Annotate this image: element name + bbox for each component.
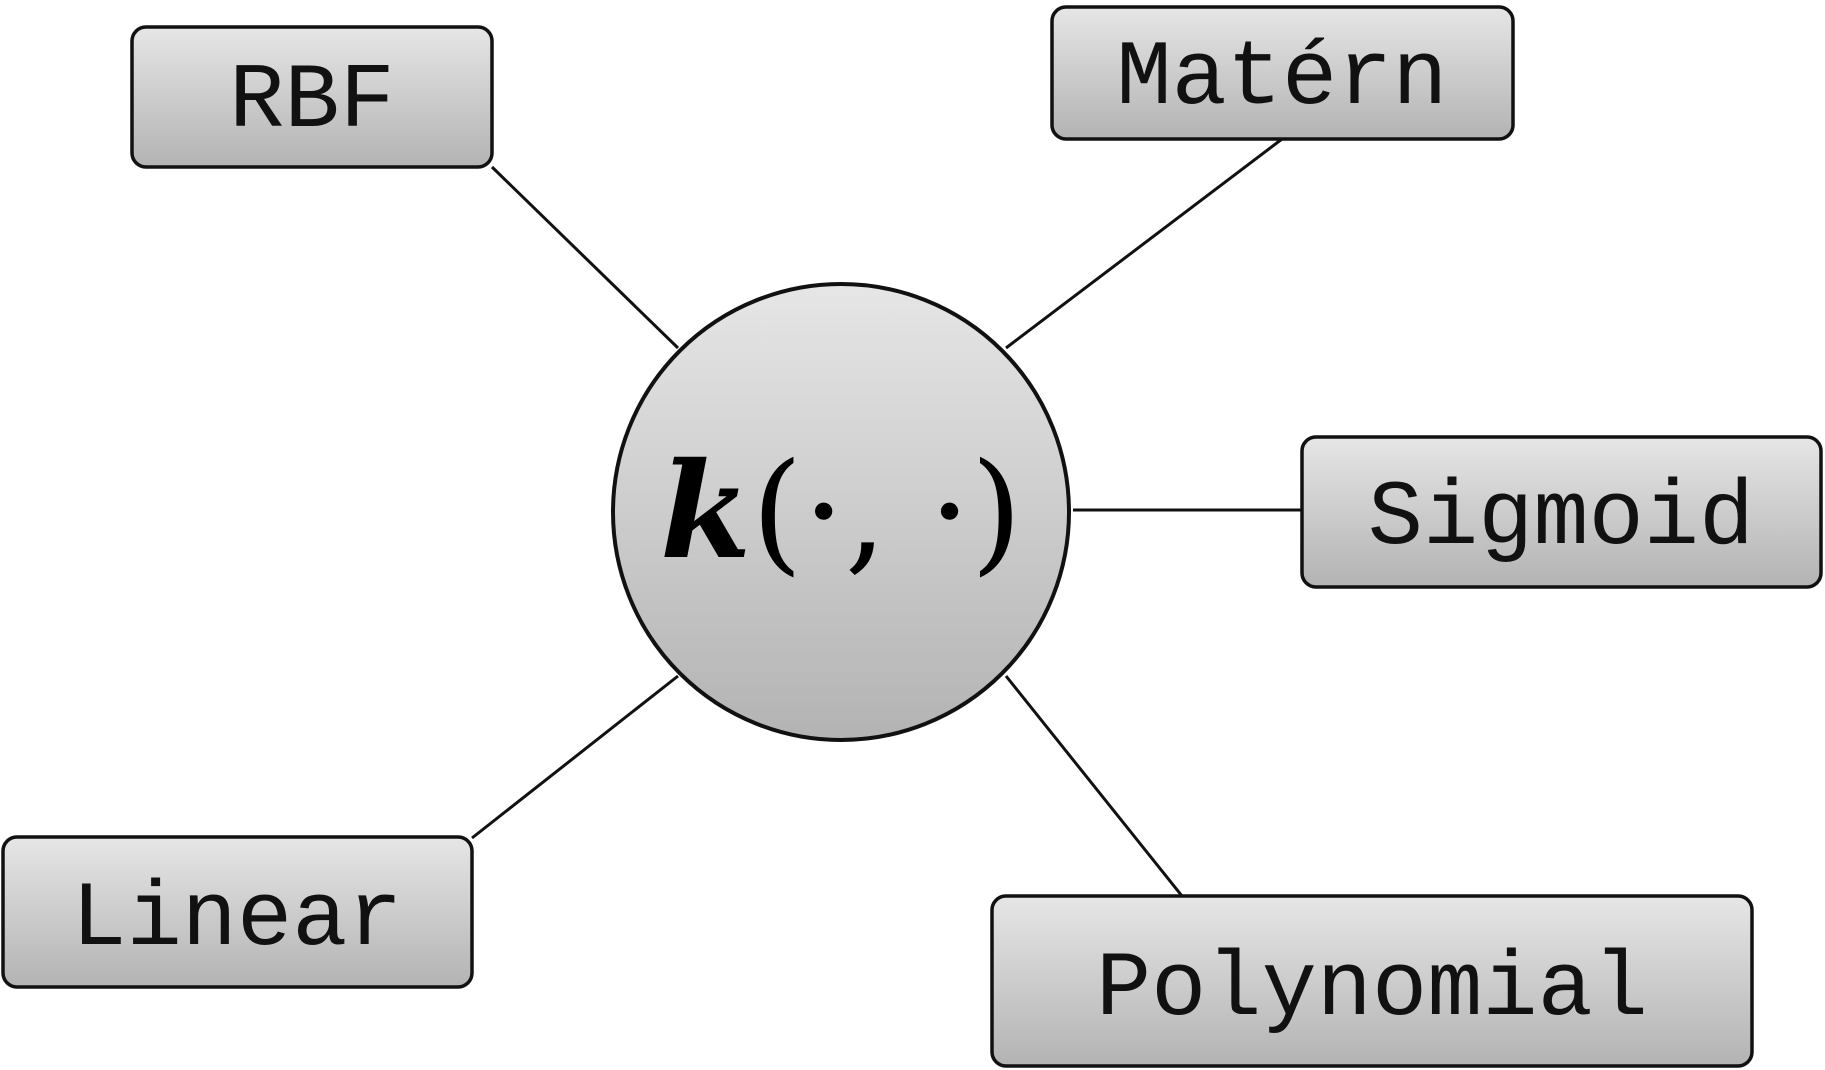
kernel-symbol: k <box>660 434 751 589</box>
kernel-box <box>990 894 1754 1068</box>
kernel-box <box>1 835 474 989</box>
kernel-node-rbf: RBF <box>130 25 494 169</box>
edge-matern <box>1005 137 1283 350</box>
central-kernel-node: k(·, ·) <box>611 282 1071 742</box>
edge-polynomial <box>1004 675 1184 897</box>
kernel-node-matern: Matérn <box>1050 5 1515 141</box>
kernel-node-linear: Linear <box>1 835 474 989</box>
central-node-circle <box>611 282 1071 742</box>
kernel-box <box>130 25 494 169</box>
kernel-label-rbf: RBF <box>229 49 395 154</box>
kernel-node-polynomial: Polynomial <box>990 894 1754 1068</box>
kernel-label-sigmoid: Sigmoid <box>1368 466 1754 571</box>
kernel-arguments: (·, ·) <box>751 435 1022 589</box>
kernel-box <box>1300 435 1823 589</box>
kernel-label-matern: Matérn <box>1116 26 1447 131</box>
kernel-label-polynomial: Polynomial <box>1096 937 1648 1042</box>
kernel-label-linear: Linear <box>71 867 402 972</box>
kernel-box <box>1050 5 1515 141</box>
connector-edges <box>471 137 1302 897</box>
edge-linear <box>471 674 679 840</box>
kernel-function-label: k(·, ·) <box>660 434 1022 589</box>
kernel-node-sigmoid: Sigmoid <box>1300 435 1823 589</box>
edge-rbf <box>490 165 680 350</box>
